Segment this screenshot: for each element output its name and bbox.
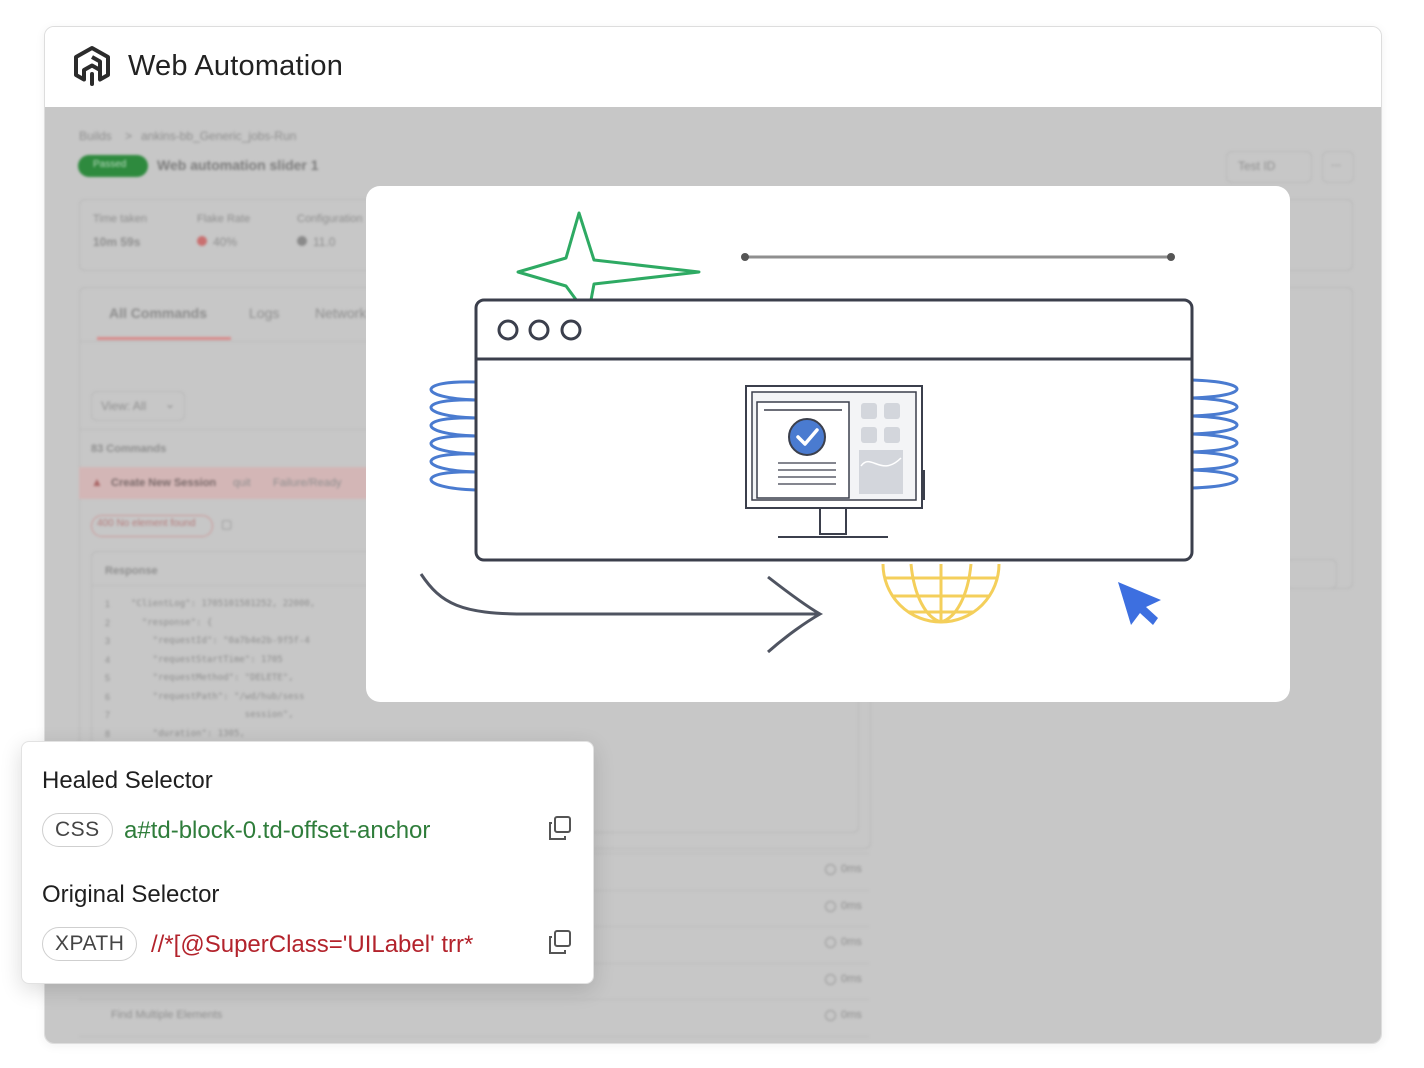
breadcrumb-separator: > xyxy=(125,129,133,143)
code-line-text: "duration": 1305, xyxy=(131,728,245,739)
metric-label: Time taken xyxy=(93,213,148,225)
tab-network[interactable]: Network xyxy=(315,305,367,321)
test-id-button[interactable] xyxy=(1226,151,1312,183)
error-command-detail: Failure/Ready xyxy=(273,477,342,489)
clock-icon xyxy=(825,864,836,875)
view-filter-dropdown[interactable] xyxy=(91,391,185,421)
clock-icon xyxy=(825,900,836,912)
command-duration: 0ms xyxy=(841,936,862,948)
arrow-icon xyxy=(419,573,824,654)
code-line-text: session", xyxy=(131,710,294,720)
metric-label: Flake Rate xyxy=(197,213,251,225)
command-list-row[interactable] xyxy=(79,1038,869,1044)
original-selector-value[interactable]: //*[@SuperClass='UILabel' trr* xyxy=(151,931,474,958)
code-line-number: 1 xyxy=(105,599,111,609)
tab-logs[interactable]: Logs xyxy=(249,305,280,321)
code-line-text: "requestMethod": "DELETE", xyxy=(131,673,294,683)
copy-healed-selector-icon[interactable] xyxy=(547,815,573,841)
selector-popup: Healed Selector CSS a#td-block-0.td-offs… xyxy=(21,741,594,984)
error-command-method: quit xyxy=(233,477,251,489)
more-button[interactable] xyxy=(1322,151,1354,183)
app-logo-icon xyxy=(74,46,110,86)
status-badge-label: Passed xyxy=(93,159,127,170)
left-spring-icon xyxy=(429,380,477,492)
metric-label: Configuration xyxy=(297,213,363,225)
error-chip-label: 400 No element found xyxy=(97,518,196,529)
tab-active-indicator xyxy=(97,337,231,340)
code-line-text: "requestId": "0a7b4e2b-9f5f-4 xyxy=(131,636,310,646)
healed-selector-value[interactable]: a#td-block-0.td-offset-anchor xyxy=(124,817,431,844)
code-line-number: 5 xyxy=(105,673,111,683)
metric-value: 10m 59s xyxy=(93,235,141,249)
status-badge xyxy=(78,155,148,177)
code-line-number: 7 xyxy=(105,710,111,720)
slider-line xyxy=(741,253,1175,261)
error-chip xyxy=(91,515,213,537)
list-divider xyxy=(79,1035,869,1037)
healed-selector-type-tag: CSS xyxy=(42,813,113,847)
code-line-number: 3 xyxy=(105,636,111,646)
healed-selector-title: Healed Selector xyxy=(42,767,213,794)
code-line-number: 8 xyxy=(105,728,111,739)
metric-value: 11.0 xyxy=(313,235,336,249)
original-selector-type-tag: XPATH xyxy=(42,927,138,961)
code-line-text: "response": { xyxy=(131,617,213,628)
toolbar-group xyxy=(1285,559,1337,589)
chevron-down-icon: ⌄ xyxy=(165,397,176,411)
command-duration: 0ms xyxy=(841,863,862,875)
clock-icon xyxy=(825,973,836,985)
copy-icon[interactable]: ▢ xyxy=(221,517,233,531)
code-line-text: "ClientLog": 1705101581252, 22000, xyxy=(131,599,316,609)
metric-value: 40% xyxy=(213,235,238,249)
illustration-modal xyxy=(366,186,1290,702)
app-header: Web Automation xyxy=(45,27,1381,108)
warning-icon: ▲ xyxy=(91,475,103,489)
web-automation-illustration xyxy=(419,211,1239,654)
test-title: Web automation slider 1 xyxy=(157,157,319,173)
copy-original-selector-icon[interactable] xyxy=(547,929,573,955)
command-duration: 0ms xyxy=(841,972,862,985)
test-id-label: Test ID xyxy=(1238,159,1276,173)
code-line-text: "requestPath": "/wd/hub/sess xyxy=(131,691,305,702)
list-divider xyxy=(79,999,869,1000)
cursor-icon xyxy=(1118,582,1161,625)
response-title: Response xyxy=(105,565,158,577)
code-line-number: 4 xyxy=(105,654,111,665)
command-duration: 0ms xyxy=(841,899,862,912)
code-line-number: 6 xyxy=(105,691,111,702)
tab-all-commands[interactable]: All Commands xyxy=(109,305,208,321)
code-line-text: "requestStartTime": 1705 xyxy=(131,654,283,665)
right-spring-icon xyxy=(1191,378,1239,490)
browser-icon xyxy=(297,236,307,246)
breadcrumb-current[interactable]: ankins-bb_Generic_jobs-Run xyxy=(141,129,297,143)
command-name: Find Multiple Elements xyxy=(111,1009,223,1021)
clock-icon xyxy=(825,1010,836,1021)
code-line-number: 2 xyxy=(105,617,111,628)
breadcrumb-root[interactable]: Builds xyxy=(79,129,112,143)
monitor-icon xyxy=(745,385,925,538)
command-duration: 0ms xyxy=(841,1009,862,1021)
original-selector-title: Original Selector xyxy=(42,881,220,908)
more-label: ... xyxy=(1331,155,1342,169)
clock-icon xyxy=(825,937,836,948)
app-title: Web Automation xyxy=(128,50,344,82)
view-filter-label: View: All xyxy=(101,399,147,413)
globe-icon xyxy=(881,563,1001,624)
flake-icon xyxy=(197,236,207,246)
error-command-name: Create New Session xyxy=(111,477,217,489)
commands-count: 83 Commands xyxy=(91,443,167,455)
